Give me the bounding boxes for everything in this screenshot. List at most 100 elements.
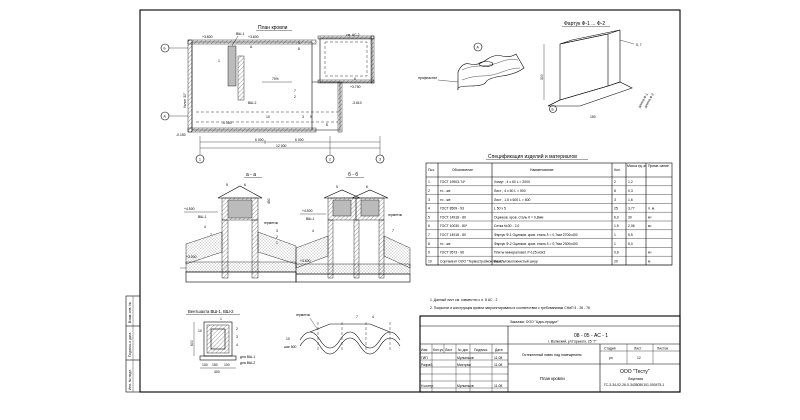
section-aa-n2: 2 bbox=[276, 235, 278, 239]
detail-vsh-d100b: 100 bbox=[224, 363, 230, 367]
spec-cell: 1,2 bbox=[628, 180, 633, 184]
section-bb-title: б - б bbox=[348, 172, 358, 178]
spec-h-pos: Поз. bbox=[428, 168, 435, 172]
plan-n3: 3 bbox=[302, 115, 304, 119]
spec-cell: м bbox=[648, 259, 651, 263]
spec-cell: 2 bbox=[428, 189, 430, 193]
spec-cell: 0,3 bbox=[628, 189, 633, 193]
detail-vsh-d150: 150 bbox=[212, 363, 218, 367]
spec-cell: 20 bbox=[614, 259, 618, 263]
section-bb-germetik: герметик bbox=[388, 213, 402, 217]
title-block: Заказчик: ООО "Царь-продукт" 08 - 05 - А… bbox=[419, 315, 681, 393]
section-aa-n1: 1 bbox=[276, 241, 278, 245]
section-bb-n5: 5 bbox=[336, 185, 338, 189]
detail-vsh-n3: 3 bbox=[236, 335, 238, 339]
plan-n5: 5 bbox=[298, 41, 300, 45]
spec-cell: Базальтоволокнистый шнур bbox=[494, 259, 538, 263]
detail-vsh-n1: 1 bbox=[220, 317, 222, 321]
plan-sec-a: А bbox=[250, 45, 253, 49]
tb-role-cell: Мультиков bbox=[457, 356, 474, 360]
section-aa-vsh: ВШ-1 bbox=[198, 215, 206, 219]
spec-cell: ГОСТ 19903-74* bbox=[440, 180, 466, 184]
tb-role-cell: 11.08 bbox=[494, 363, 502, 367]
section-aa-n7: 7 bbox=[210, 233, 212, 237]
section-bb-lvl1: +4.500 bbox=[302, 209, 313, 213]
tb-col-kol: Кол.уч. bbox=[433, 348, 444, 352]
note-1: 1. Данный лист см. совместно с л. 8 АС -… bbox=[430, 298, 497, 302]
spec-cell: Сетка №30 - 2,0 bbox=[494, 224, 519, 228]
detail-vsh-title: Вентшахта ВШ-1, ВШ-2 bbox=[188, 309, 234, 314]
section-aa-germetik: герметик bbox=[264, 221, 278, 225]
spec-cell: 2,06 bbox=[628, 224, 635, 228]
tb-stage: рп bbox=[609, 356, 613, 360]
spec-h-naim: Наименование bbox=[530, 168, 554, 172]
plan-axis-b-top: Б bbox=[164, 47, 167, 51]
strip-vzam: Взам. инв. № bbox=[128, 302, 132, 323]
fartuk-b: Б bbox=[552, 108, 555, 112]
spec-cell: Оцинков. кров. сталь δ = 0,8мм bbox=[494, 215, 544, 219]
spec-cell: ГОСТ 14918 - 80 bbox=[440, 215, 466, 219]
tb-customer: Заказчик: ООО "Царь-продукт" bbox=[510, 320, 559, 324]
fartuk-title: Фартук Ф-1 ... Ф-2 bbox=[564, 21, 605, 27]
section-aa-n4: 4 bbox=[204, 225, 206, 229]
spec-cell: м³ bbox=[648, 251, 652, 255]
spec-cell: 9 bbox=[428, 251, 430, 255]
spec-cell: 3,77 bbox=[628, 207, 635, 211]
fartuk-profnastil: профнастил bbox=[418, 76, 437, 80]
clamp-n7: 7 bbox=[356, 315, 358, 319]
fartuk-d4: 5, 7 bbox=[636, 43, 642, 47]
strip-inv: Инв. № подл. bbox=[128, 369, 132, 390]
spec-cell: ГОСТ 9573 - 96 bbox=[440, 251, 464, 255]
plan-n7: 7 bbox=[294, 89, 296, 93]
tb-stage-h: Стадия bbox=[604, 347, 616, 351]
plan-n1: 1 bbox=[218, 59, 220, 63]
tb-role-cell: Мистрюк bbox=[457, 363, 471, 367]
plan-axis-3: 3 bbox=[379, 158, 381, 162]
spec-cell: 3 bbox=[428, 198, 430, 202]
spec-cell: ГОСТ 10030 - 80* bbox=[440, 224, 468, 228]
plan-lvl-top: +3.800 bbox=[202, 35, 213, 39]
sheet-frame bbox=[139, 9, 681, 393]
spec-cell: 1,6 bbox=[628, 198, 633, 202]
spec-cell: 30 bbox=[628, 215, 632, 219]
plan-vsh1: ВШ-1 bbox=[236, 32, 244, 36]
spec-cell: Фартук Ф-2 Оцинков. кров. сталь δ = 0,7м… bbox=[494, 242, 578, 246]
detail-vsh-n4: 4 bbox=[236, 343, 238, 347]
plan-axis-a: А bbox=[164, 115, 167, 119]
spec-cell: 3 bbox=[614, 198, 616, 202]
plan-n9: 9 bbox=[310, 115, 312, 119]
detail-clamp: герметик 10 шаг 500 7 4 bbox=[284, 313, 401, 355]
section-bb-n7: 7 bbox=[392, 229, 394, 233]
plan-axis-1: 1 bbox=[199, 158, 201, 162]
detail-vsh: Вентшахта ВШ-1, ВШ-2 600 100 150 100 400… bbox=[186, 309, 255, 374]
tb-sheet: 12 bbox=[637, 356, 641, 360]
spec-h-oboz: Обозначение bbox=[452, 168, 473, 172]
tb-role-cell: Разраб. bbox=[421, 363, 433, 367]
clamp-shag: шаг 500 bbox=[284, 345, 297, 349]
tb-company-sub: Лицензия bbox=[628, 377, 643, 381]
tb-col-list: Лист bbox=[445, 348, 453, 352]
section-aa-lvl1: +4.500 bbox=[184, 207, 195, 211]
plan-n8: 8 bbox=[298, 47, 300, 51]
spec-cell: 0,6 bbox=[614, 251, 619, 255]
tb-drawing: План кровли bbox=[540, 376, 565, 381]
fartuk-a: А bbox=[477, 46, 480, 50]
section-bb-n4: 4 bbox=[312, 229, 314, 233]
spec-cell: Плиты минераловат. Р-125 м3х3 bbox=[494, 251, 545, 255]
spec-cell: 5 bbox=[428, 215, 430, 219]
spec-cell: то - же bbox=[440, 198, 451, 202]
spec-cell: то - же bbox=[440, 242, 451, 246]
spec-cell: 6,0 bbox=[614, 215, 619, 219]
tb-role-cell: Мультиков bbox=[457, 384, 474, 388]
spec-cell: 10 bbox=[428, 259, 432, 263]
spec-cell: 7 bbox=[428, 233, 430, 237]
detail-vsh-n10: 10 bbox=[198, 329, 202, 333]
detail-vsh-d600: 600 bbox=[190, 340, 194, 346]
section-aa: а - а +4.500 +3.000 ВШ-1 герметик 5 6 4 … bbox=[180, 172, 297, 283]
tb-role-cell: ГИП bbox=[421, 356, 428, 360]
spec-cell: 1 bbox=[428, 180, 430, 184]
spec-cell: 8 bbox=[428, 242, 430, 246]
spec-h-kol: Кол. bbox=[614, 168, 621, 172]
spec-h-prim: Приме-чание bbox=[648, 164, 669, 168]
